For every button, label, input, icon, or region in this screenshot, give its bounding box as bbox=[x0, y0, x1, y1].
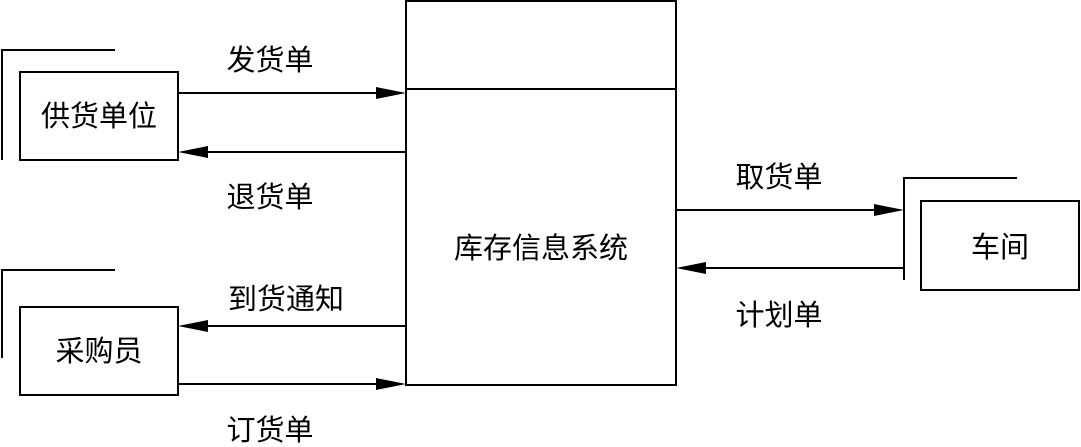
flow-invoice-arrowhead bbox=[376, 87, 406, 99]
buyer-shadow-bracket bbox=[1, 269, 115, 358]
flow-arrival-notice-arrowhead bbox=[178, 320, 208, 332]
entity-buyer: 采购员 bbox=[1, 269, 179, 396]
system-label: 库存信息系统 bbox=[454, 231, 628, 265]
flow-purchase-order-arrowhead bbox=[376, 378, 406, 390]
flow-arrival-notice-label: 到货通知 bbox=[228, 282, 344, 316]
flow-purchase-order-label: 订货单 bbox=[226, 413, 313, 447]
workshop-shadow-bracket bbox=[903, 177, 1017, 280]
supplier-box bbox=[19, 71, 179, 161]
flow-return-note: 退货单 bbox=[178, 146, 406, 214]
system-process: 库存信息系统 bbox=[405, 0, 677, 386]
flow-pickup-note: 取货单 bbox=[676, 160, 904, 216]
flow-pickup-note-label: 取货单 bbox=[735, 160, 822, 194]
flow-plan-note-arrowhead bbox=[676, 262, 706, 274]
flow-plan-note-label: 计划单 bbox=[735, 298, 822, 332]
entity-workshop: 车间 bbox=[903, 177, 1080, 291]
flow-return-note-arrowhead bbox=[178, 146, 208, 158]
flow-purchase-order: 订货单 bbox=[178, 378, 406, 447]
buyer-label: 采购员 bbox=[55, 334, 142, 368]
flow-pickup-note-arrowhead bbox=[874, 204, 904, 216]
entity-supplier: 供货单位 bbox=[1, 49, 179, 161]
system-box bbox=[405, 0, 677, 386]
supplier-label: 供货单位 bbox=[41, 99, 157, 133]
flow-plan-note: 计划单 bbox=[676, 262, 904, 332]
supplier-shadow-bracket bbox=[1, 49, 115, 160]
flow-invoice: 发货单 bbox=[178, 43, 406, 99]
workshop-box bbox=[920, 200, 1080, 291]
flow-arrival-notice: 到货通知 bbox=[178, 282, 406, 332]
flow-invoice-label: 发货单 bbox=[226, 43, 313, 77]
flow-return-note-label: 退货单 bbox=[226, 180, 313, 214]
workshop-label: 车间 bbox=[971, 230, 1029, 264]
buyer-box bbox=[19, 306, 179, 396]
